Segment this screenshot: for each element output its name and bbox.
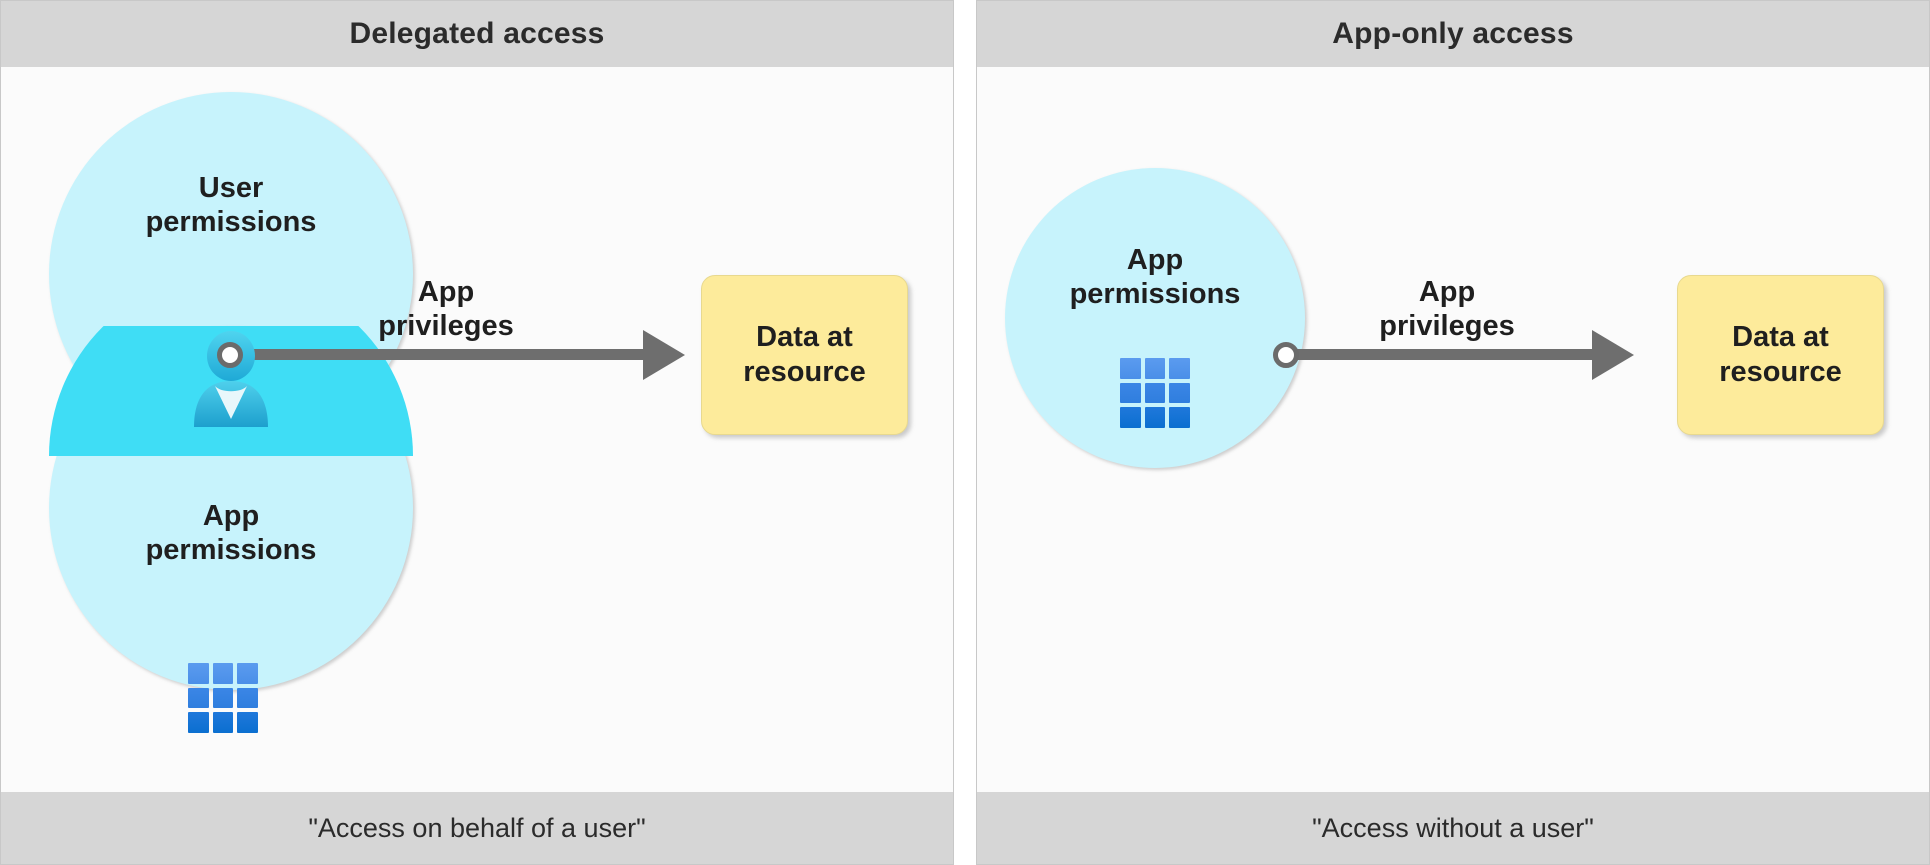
arrow-head-app-privileges: [1592, 330, 1634, 380]
connector-node-app-only: [1273, 342, 1299, 368]
bubble-app-permissions-label: App permissions: [1069, 244, 1241, 311]
arrow-line-app-privileges: [233, 349, 643, 360]
panel-app-only-access: App-only access App permissions App priv…: [976, 0, 1930, 865]
resource-box-data-at-resource: Data at resource: [701, 275, 908, 435]
bubble-app-permissions-label: App permissions: [145, 500, 317, 567]
panel-delegated-footer: "Access on behalf of a user": [1, 792, 953, 864]
panel-app-only-header: App-only access: [977, 1, 1929, 67]
panel-app-only-footer: "Access without a user": [977, 792, 1929, 864]
panel-delegated-body: User permissions App permissions: [1, 67, 953, 792]
arrow-line-app-privileges: [1289, 349, 1592, 360]
arrow-label-app-privileges: App privileges: [1379, 276, 1515, 343]
connector-node-delegated: [217, 342, 243, 368]
arrow-head-app-privileges: [643, 330, 685, 380]
app-grid-icon: [1120, 358, 1190, 428]
panel-app-only-body: App permissions App privileges Data at r…: [977, 67, 1929, 792]
bubble-user-permissions-label: User permissions: [145, 172, 317, 239]
resource-box-data-at-resource: Data at resource: [1677, 275, 1884, 435]
panel-delegated-header: Delegated access: [1, 1, 953, 67]
arrow-label-app-privileges: App privileges: [378, 276, 514, 343]
app-grid-icon: [188, 663, 258, 733]
panel-delegated-access: Delegated access User permissions App pe…: [0, 0, 954, 865]
